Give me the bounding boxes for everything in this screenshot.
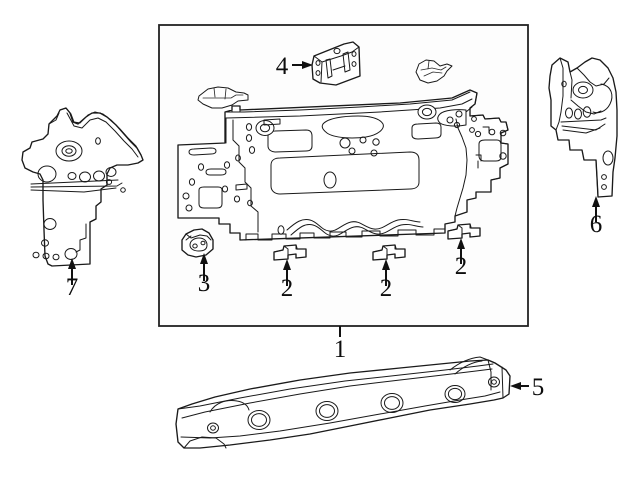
callout-label-6: 6 <box>590 211 603 238</box>
part-unnumbered-tab-right <box>415 59 453 84</box>
callout-label-3: 3 <box>198 270 211 297</box>
callout-label-4: 4 <box>276 53 289 80</box>
callout-label-2b: 2 <box>380 275 393 302</box>
part-7-left-pillar <box>21 107 144 267</box>
callout-label-7: 7 <box>66 274 79 301</box>
callout-5-leader <box>510 382 529 390</box>
callout-3-leader <box>200 253 208 281</box>
part-1-main-panel <box>177 89 509 241</box>
callout-label-5: 5 <box>532 374 545 401</box>
part-2-clip-nut-left <box>273 244 307 261</box>
callout-2b-leader <box>382 259 390 286</box>
callout-6-leader <box>592 196 600 222</box>
callout-7-leader <box>68 258 76 285</box>
part-unnumbered-tab-left <box>197 86 249 109</box>
callout-label-1: 1 <box>334 336 347 363</box>
callout-label-2c: 2 <box>455 253 468 280</box>
callout-label-2a: 2 <box>281 275 294 302</box>
part-3-bracket <box>181 228 214 258</box>
callout-2a-leader <box>283 259 291 286</box>
part-2-clip-nut-center <box>372 244 406 261</box>
part-4-bracket <box>311 41 361 86</box>
part-5-bumper-bar <box>175 356 511 449</box>
callout-2c-leader <box>457 238 465 264</box>
part-2-clip-nut-right <box>447 223 481 240</box>
part-6-right-pillar <box>548 57 618 198</box>
callout-4-leader <box>292 61 313 69</box>
